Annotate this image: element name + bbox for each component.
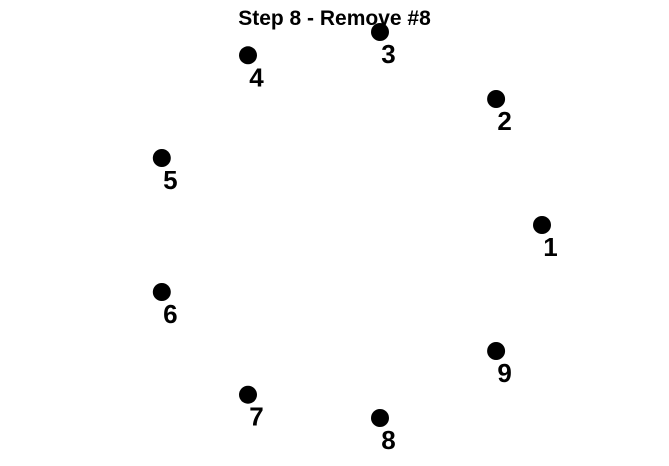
node-dot-2 (487, 90, 506, 108)
node-dot-3 (371, 23, 389, 41)
node-label-2: 2 (497, 106, 511, 136)
node-label-6: 6 (163, 299, 177, 329)
node-label-5: 5 (163, 165, 177, 195)
node-dot-1 (533, 216, 551, 234)
node-dot-7 (239, 385, 257, 404)
node-dot-6 (152, 283, 171, 301)
node-label-8: 8 (381, 425, 395, 455)
node-label-3: 3 (381, 39, 395, 69)
node-label-1: 1 (543, 232, 557, 262)
node-dot-5 (152, 149, 171, 167)
node-label-9: 9 (497, 358, 511, 388)
node-label-4: 4 (249, 62, 264, 92)
node-dot-8 (371, 409, 389, 427)
node-dot-4 (239, 46, 257, 65)
node-label-7: 7 (249, 402, 263, 432)
node-dot-9 (487, 342, 506, 360)
